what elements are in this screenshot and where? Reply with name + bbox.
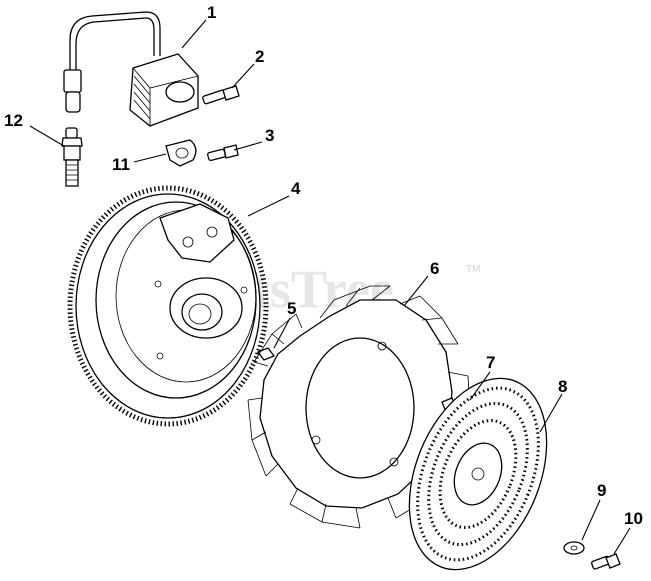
callout-11[interactable]: 11 [112,155,130,174]
callout-2[interactable]: 2 [255,47,264,66]
callout-6[interactable]: 6 [430,259,439,278]
callout-8[interactable]: 8 [558,377,567,396]
callout-7[interactable]: 7 [486,353,495,372]
part-ignition-module[interactable] [63,11,199,127]
part-screw-10[interactable] [591,553,621,570]
part-screen[interactable] [383,358,573,581]
part-fan[interactable] [247,285,471,529]
part-screw-3[interactable] [207,144,239,162]
part-flywheel[interactable] [67,185,269,427]
part-key[interactable] [256,347,276,361]
callout-4[interactable]: 4 [291,179,301,198]
callout-5[interactable]: 5 [287,299,296,318]
part-clip-11[interactable] [165,139,197,167]
part-washer[interactable] [563,541,585,555]
leader-lines [29,19,631,555]
callout-12[interactable]: 12 [4,111,23,130]
part-spark-plug[interactable] [61,127,83,187]
callout-1[interactable]: 1 [207,3,216,22]
callout-9[interactable]: 9 [597,481,606,500]
part-screw-2[interactable] [202,85,240,105]
watermark-trademark: TM [466,264,480,275]
callout-3[interactable]: 3 [265,126,274,145]
callout-numbers: 1 2 3 4 5 6 7 8 9 10 11 12 [4,3,643,528]
callout-10[interactable]: 10 [624,509,643,528]
